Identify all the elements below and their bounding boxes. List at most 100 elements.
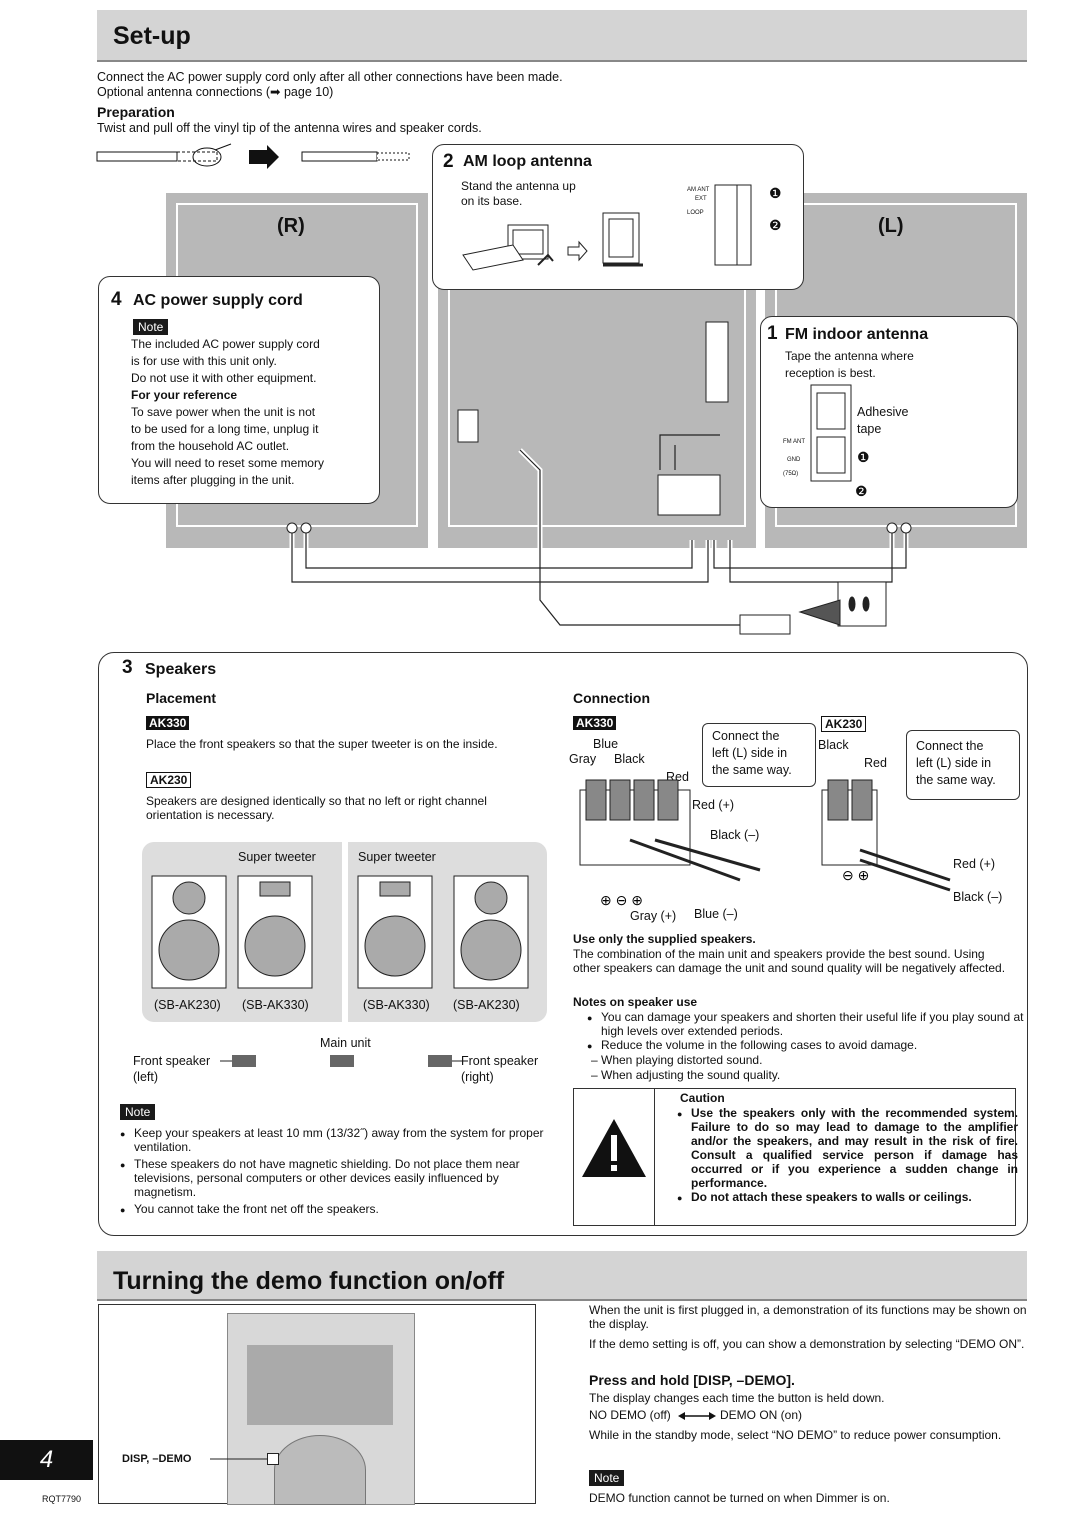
- placement-text-ak330: Place the front speakers so that the sup…: [146, 737, 498, 751]
- speakers-title: Speakers: [145, 661, 217, 678]
- caution-item: Use the speakers only with the recommend…: [677, 1106, 1018, 1190]
- setup-banner: Set-up: [97, 10, 1027, 62]
- front-speaker-left-label: Front speaker: [133, 1054, 211, 1068]
- disp-demo-button[interactable]: [267, 1453, 279, 1465]
- caution-heading: Caution: [680, 1091, 725, 1105]
- demo-title: Turning the demo function on/off: [113, 1267, 505, 1295]
- ak330-black-minus-label: Black (–): [710, 828, 760, 842]
- left-inner-speaker-model: (SB-AK330): [242, 998, 309, 1012]
- fm-line-2: reception is best.: [785, 366, 876, 380]
- am-antenna-callout: 2 AM loop antenna Stand the antenna up o…: [432, 144, 804, 290]
- ac-note-badge: Note: [133, 319, 169, 335]
- setup-title: Set-up: [113, 22, 191, 50]
- wire-blue-label: Blue: [593, 737, 619, 751]
- speaker-drawings: [151, 875, 529, 989]
- ac-cord-title: AC power supply cord: [133, 292, 303, 309]
- preparation-heading: Preparation: [97, 104, 175, 120]
- speakers-number: 3: [122, 657, 133, 678]
- setup-intro-2: Optional antenna connections (➡ page 10): [97, 85, 334, 99]
- main-unit-label: Main unit: [320, 1036, 371, 1050]
- connect-left-text: the same way.: [916, 773, 996, 787]
- notes-speaker-use-item: Reduce the volume in the following cases…: [587, 1038, 1029, 1053]
- super-tweeter-label-left: Super tweeter: [238, 850, 316, 864]
- fm-terminal-label-2: GND: [787, 457, 801, 463]
- front-speaker-left-side: (left): [133, 1070, 158, 1084]
- press-hold-instruction: Press and hold [DISP, –DEMO].: [589, 1372, 795, 1388]
- demo-note-badge: Note: [589, 1470, 625, 1486]
- adhesive-label: Adhesive: [857, 405, 909, 419]
- wire-gray-label: Gray: [569, 752, 597, 766]
- label-right: (R): [277, 215, 305, 237]
- fm-step-2: ❷: [855, 483, 868, 499]
- am-antenna-title: AM loop antenna: [463, 153, 592, 170]
- caution-list: Use the speakers only with the recommend…: [677, 1106, 1018, 1205]
- ak230-black-label: Black: [818, 738, 849, 752]
- demo-text-1: When the unit is first plugged in, a dem…: [589, 1303, 1027, 1331]
- no-demo-label: NO DEMO (off): [589, 1408, 671, 1422]
- wire-black-label: Black: [614, 752, 645, 766]
- connection-ak230-badge: AK230: [821, 716, 867, 732]
- front-speaker-right-side: (right): [461, 1070, 494, 1084]
- use-only-text: The combination of the main unit and spe…: [573, 947, 1006, 975]
- speakers-note-badge: Note: [120, 1104, 156, 1120]
- ak230-red-plus-label: Red (+): [953, 857, 996, 871]
- front-placement-markers: [220, 1055, 462, 1067]
- toggle-arrow-icon: [678, 1412, 716, 1420]
- speaker-terminal-illustration: ⊕ ⊖ ⊕ ⊖ ⊕: [579, 779, 951, 908]
- ac-cord-number: 4: [111, 289, 122, 310]
- fm-antenna-title: FM indoor antenna: [785, 326, 929, 343]
- super-tweeter-label-right: Super tweeter: [358, 850, 436, 864]
- connect-left-text: left (L) side in: [916, 756, 992, 770]
- blue-minus-label: Blue (–): [694, 907, 738, 921]
- am-antenna-number: 2: [443, 151, 454, 172]
- right-outer-speaker-model: (SB-AK230): [453, 998, 520, 1012]
- ak330-red-plus-label: Red (+): [692, 798, 735, 812]
- fm-line-1: Tape the antenna where: [785, 349, 914, 363]
- am-antenna-illustration: [462, 184, 752, 271]
- gray-plus-label: Gray (+): [630, 909, 677, 923]
- notes-speaker-use-item: You can damage your speakers and shorten…: [587, 1010, 1029, 1038]
- ac-line-4: To save power when the unit is not: [131, 405, 316, 419]
- ak230-black-minus-label: Black (–): [953, 890, 1003, 904]
- setup-intro-1: Connect the AC power supply cord only af…: [97, 70, 563, 84]
- page-number: 4: [0, 1440, 93, 1480]
- am-step-2: ❷: [769, 217, 782, 233]
- am-antenna-text-2: on its base.: [461, 194, 523, 208]
- disp-demo-callout-line: [210, 1458, 267, 1460]
- label-left: (L): [878, 215, 904, 237]
- speakers-note-item: You cannot take the front net off the sp…: [120, 1202, 558, 1217]
- notes-speaker-use-heading: Notes on speaker use: [573, 995, 698, 1009]
- placement-text-ak230: Speakers are designed identically so tha…: [146, 794, 487, 822]
- use-only-heading: Use only the supplied speakers.: [573, 932, 756, 946]
- demo-note-text: DEMO function cannot be turned on when D…: [589, 1491, 890, 1505]
- placement-ak330-badge: AK330: [146, 716, 190, 730]
- ac-line-5: to be used for a long time, unplug it: [131, 422, 319, 436]
- tape-label: tape: [857, 422, 882, 436]
- connect-left-text: the same way.: [712, 763, 792, 777]
- demo-text-2: If the demo setting is off, you can show…: [589, 1337, 1025, 1351]
- fm-terminal-label-3: (75Ω): [783, 471, 799, 477]
- speakers-note-list: Keep your speakers at least 10 mm (13/32…: [120, 1126, 558, 1217]
- ak230-red-label: Red: [864, 756, 887, 770]
- fm-terminal-illustration: [810, 384, 852, 482]
- warning-icon: [582, 1119, 646, 1177]
- demo-text-3: The display changes each time the button…: [589, 1391, 885, 1405]
- disp-demo-callout-label: DISP, –DEMO: [122, 1453, 192, 1465]
- ac-line-6: from the household AC outlet.: [131, 439, 290, 453]
- ac-line-2: is for use with this unit only.: [131, 354, 277, 368]
- demo-banner: Turning the demo function on/off: [97, 1251, 1027, 1301]
- ac-cord-callout: 4 AC power supply cord Note The included…: [98, 276, 380, 504]
- am-terminal-label-3: LOOP: [687, 210, 704, 216]
- am-step-1: ❶: [769, 185, 782, 201]
- notes-speaker-use-list: You can damage your speakers and shorten…: [587, 1010, 1029, 1053]
- am-terminal-label-1: AM ANT: [687, 187, 710, 193]
- ac-line-8: items after plugging in the unit.: [131, 473, 295, 487]
- placement-ak230-badge: AK230: [146, 772, 192, 788]
- demo-on-label: DEMO ON (on): [720, 1408, 803, 1422]
- fm-step-1: ❶: [857, 449, 870, 465]
- am-antenna-text-1: Stand the antenna up: [461, 179, 576, 193]
- notes-sub-item-2: – When adjusting the sound quality.: [591, 1068, 781, 1082]
- preparation-text: Twist and pull off the vinyl tip of the …: [97, 121, 482, 135]
- caution-box: Caution Use the speakers only with the r…: [573, 1088, 1018, 1226]
- svg-text:⊕ ⊖ ⊕: ⊕ ⊖ ⊕: [600, 892, 643, 908]
